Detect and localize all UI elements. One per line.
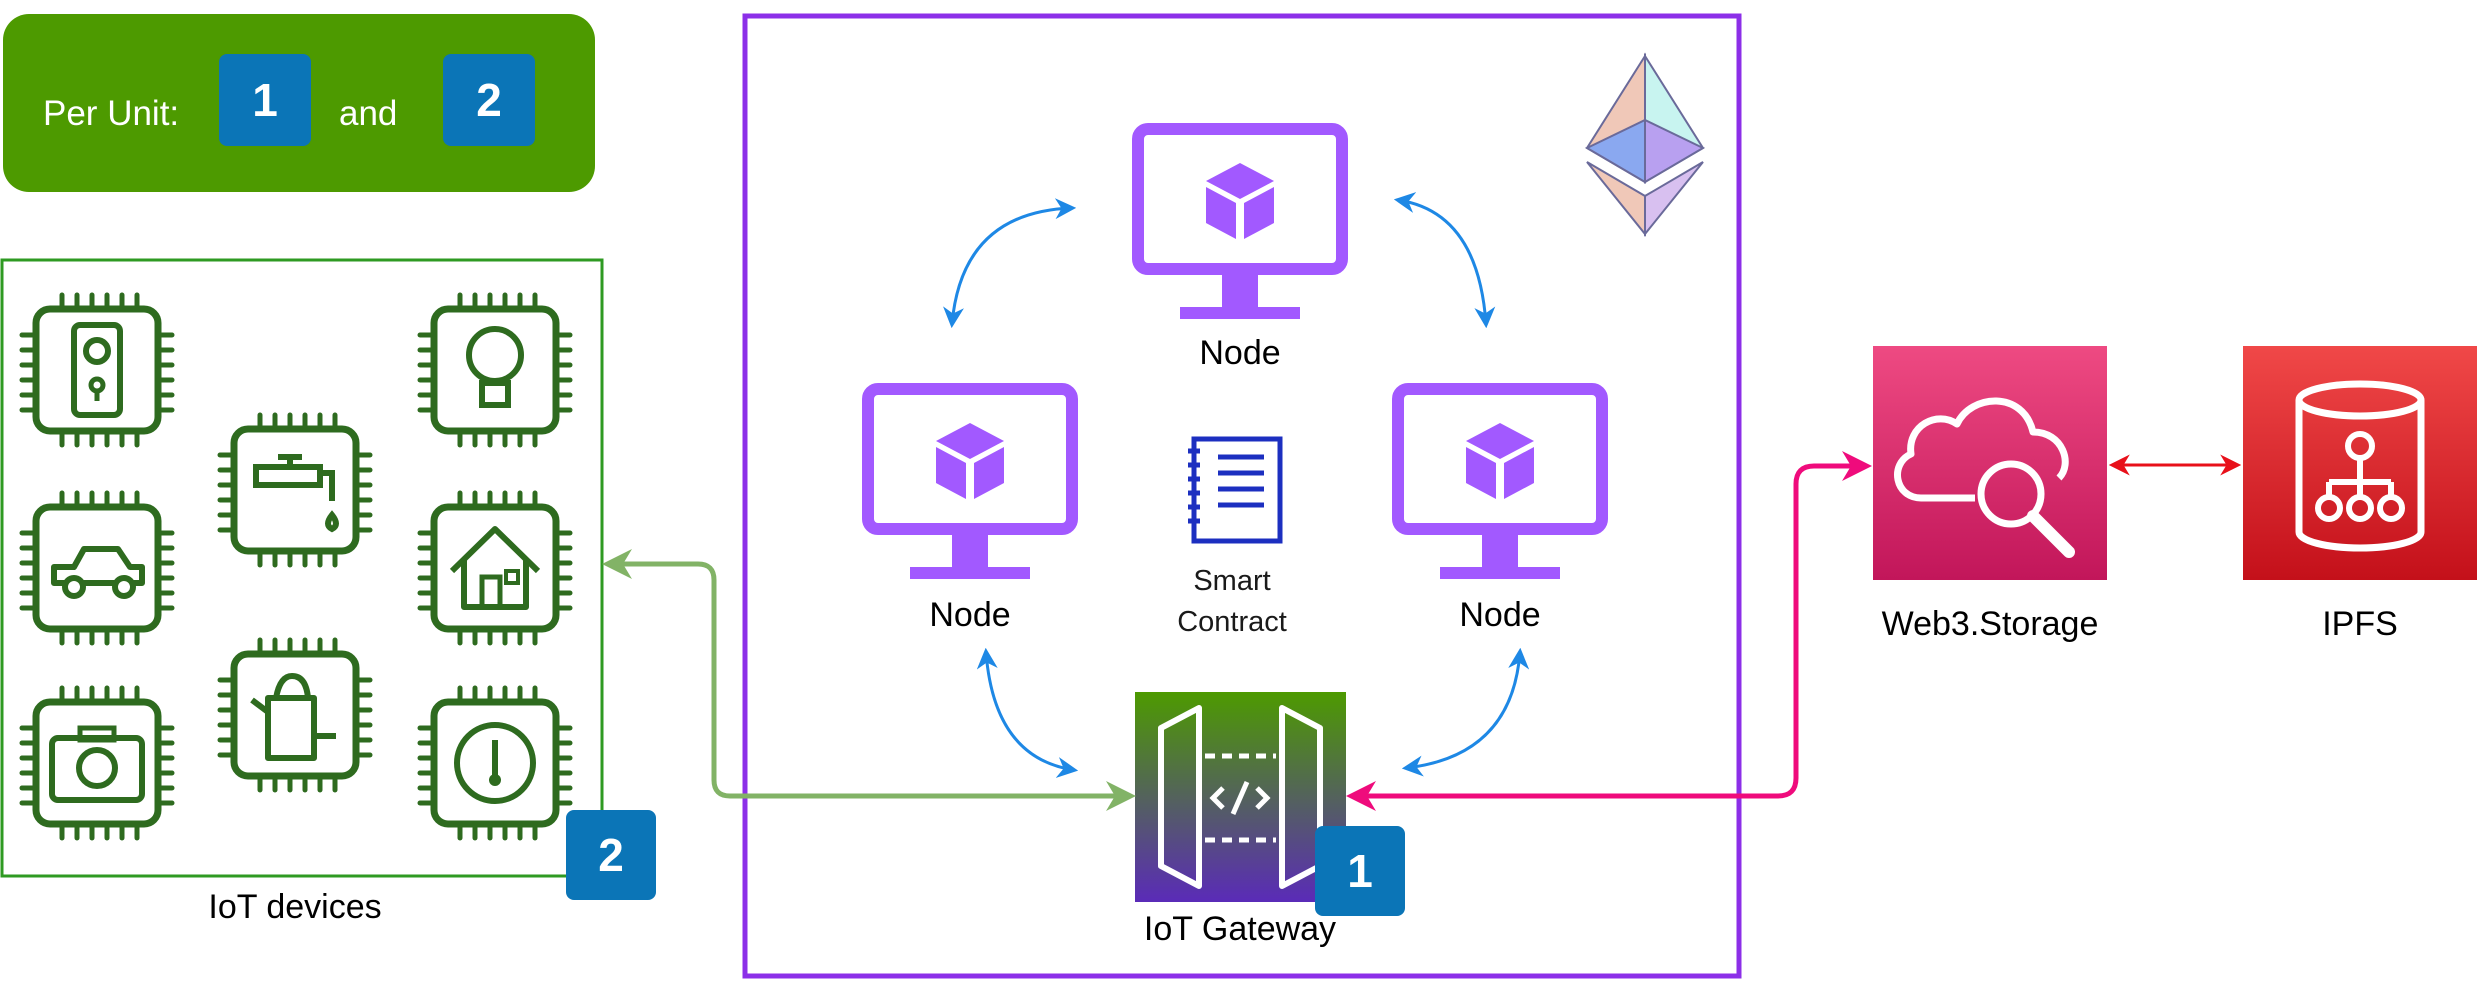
- storage-label: Web3.Storage: [1881, 605, 2099, 643]
- gateway-label: IoT Gateway: [1143, 910, 1337, 948]
- iot-devices-label: IoT devices: [208, 888, 382, 926]
- legend-badge-2: 2: [443, 54, 535, 146]
- ipfs-label: IPFS: [2322, 605, 2398, 643]
- cloud-search-icon[interactable]: [1873, 346, 2107, 580]
- kettle-chip-icon: [220, 640, 370, 790]
- faucet-chip-icon: [220, 415, 370, 565]
- node-left-monitor-icon: [868, 389, 1072, 579]
- arrow-top-right: [1393, 192, 1496, 329]
- arrow-gateway-storage: [1346, 451, 1872, 811]
- contract-label-line1: Smart: [1193, 565, 1271, 597]
- node-top-label: Node: [1199, 334, 1281, 372]
- doorbell-chip-icon: [22, 295, 172, 445]
- camera-chip-icon: [22, 688, 172, 838]
- house-chip-icon: [420, 493, 570, 643]
- car-chip-icon: [22, 493, 172, 643]
- database-tree-icon[interactable]: [2243, 346, 2477, 580]
- node-top-monitor-icon: [1138, 129, 1342, 319]
- gauge-chip-icon: [420, 688, 570, 838]
- bulb-chip-icon: [420, 295, 570, 445]
- api-gateway-icon[interactable]: [1135, 692, 1346, 902]
- legend-badge-1: 1: [219, 54, 311, 146]
- node-left-label: Node: [929, 596, 1011, 634]
- document-icon: [1188, 436, 1283, 544]
- ethereum-icon: [1584, 52, 1706, 237]
- legend-conjunction: and: [339, 94, 398, 133]
- node-right-label: Node: [1459, 596, 1541, 634]
- arrow-iot-gateway: [602, 549, 1136, 811]
- legend-box: Per Unit: 1 and 2: [3, 14, 595, 192]
- legend-prefix: Per Unit:: [43, 94, 180, 133]
- contract-label-line2: Contract: [1177, 606, 1287, 638]
- node-right-monitor-icon: [1398, 389, 1602, 579]
- arrow-top-left: [943, 198, 1077, 329]
- iot-badge: 2: [566, 810, 656, 900]
- arrow-right-gateway: [1401, 647, 1530, 777]
- gateway-badge: 1: [1315, 826, 1405, 916]
- arrow-left-gateway: [976, 647, 1079, 778]
